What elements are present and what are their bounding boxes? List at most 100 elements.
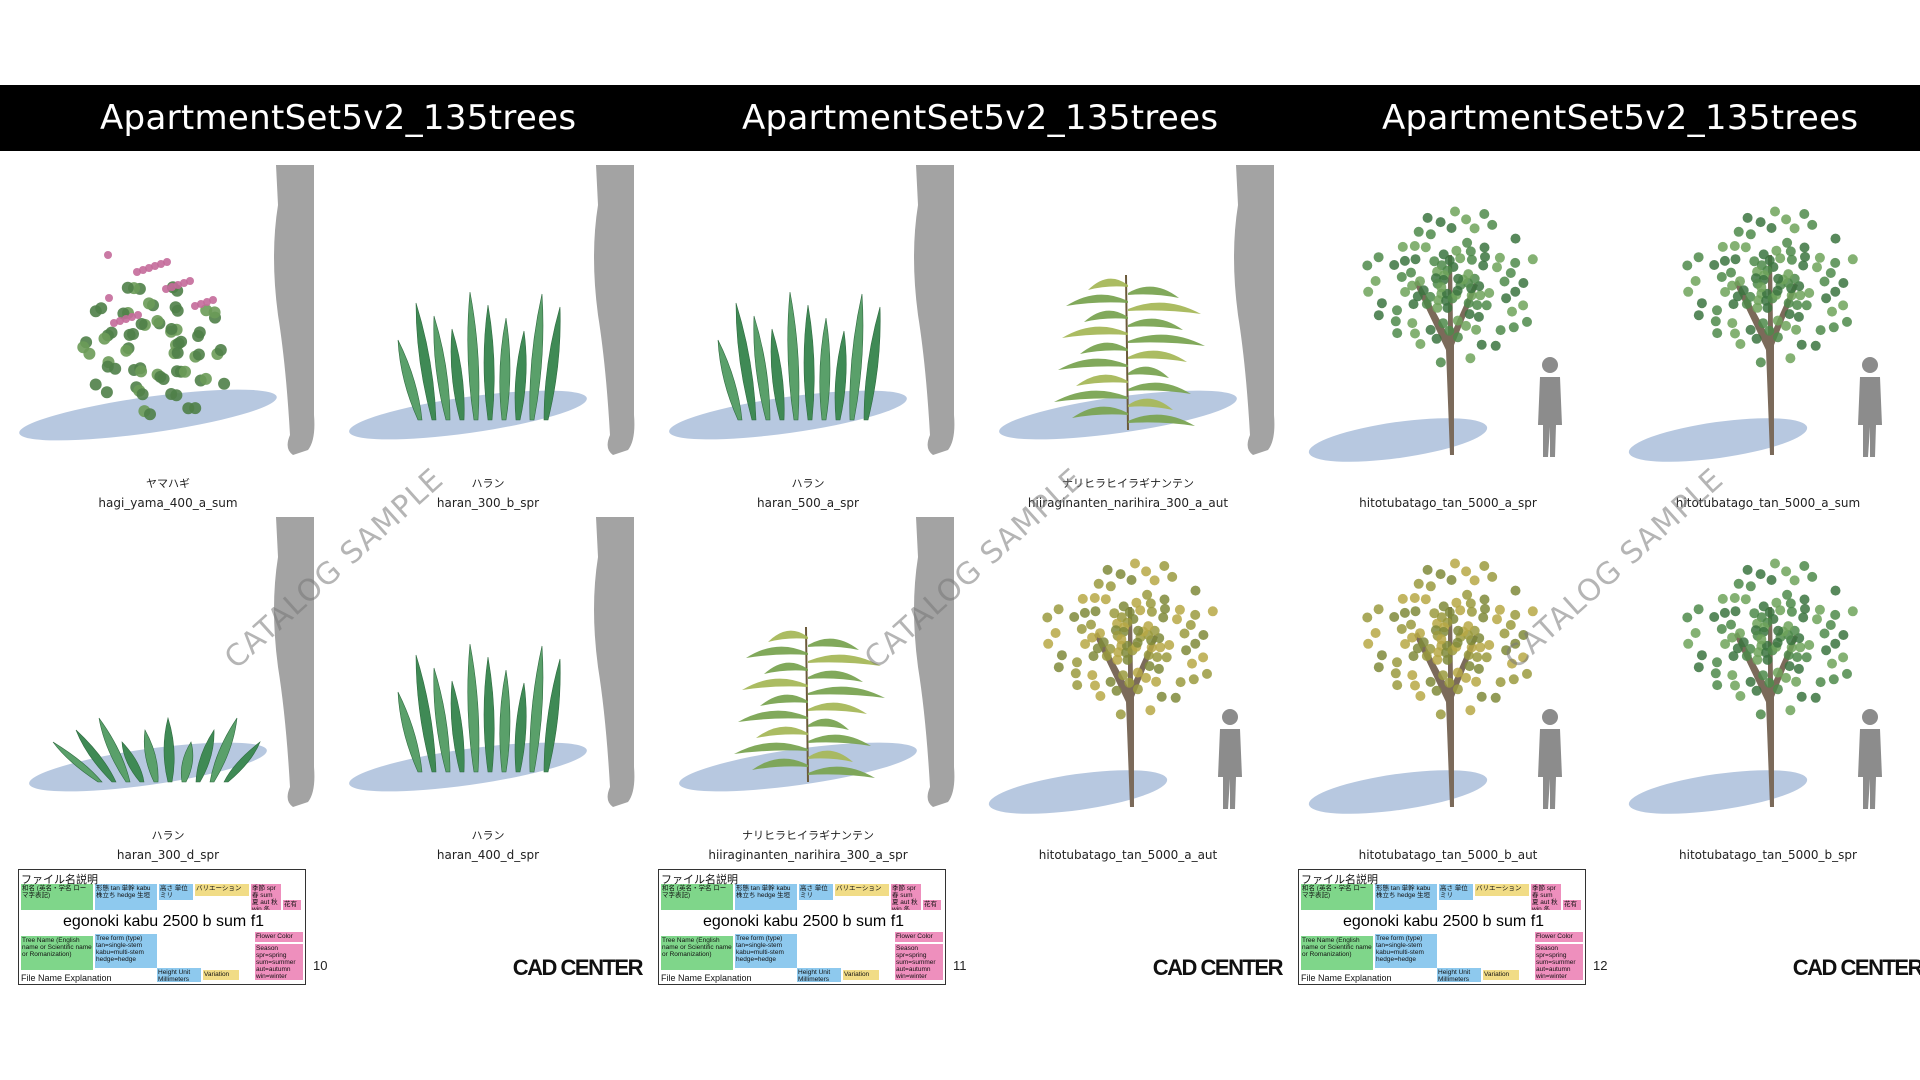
legend-box: 高さ 単位ミリ [799, 884, 833, 900]
plant-file-name: haran_300_d_spr [116, 848, 220, 862]
plant-render-image [1308, 206, 1562, 462]
legend-box: 花有 [1563, 900, 1581, 910]
plant-tile: ハラン haran_400_d_spr [328, 517, 648, 869]
plant-render-image [19, 165, 315, 455]
legend-title: ファイル名説明 [661, 874, 738, 886]
file-name-legend: 和名 (英名・学名 ローマ字表記)形態 tan 単幹 kabu 株立ち hedg… [658, 869, 946, 985]
plant-render-image [679, 517, 955, 807]
legend-box: Height Unit Millimeters [1437, 968, 1481, 982]
plant-file-name: haran_400_d_spr [436, 848, 540, 862]
legend-example-name: egonoki kabu 2500 b sum f1 [61, 913, 267, 931]
legend-box: 形態 tan 単幹 kabu 株立ち hedge 生垣 [95, 884, 157, 910]
plant-tile: ハラン haran_300_b_spr [328, 165, 648, 517]
plant-render-image [1308, 558, 1562, 814]
legend-title: ファイル名説明 [21, 874, 98, 886]
plant-tile: ハラン haran_500_a_spr [648, 165, 968, 517]
plant-japanese-name: ハラン [471, 829, 505, 842]
cad-center-logo: CAD CENTER [1152, 955, 1284, 980]
legend-box: 季節 spr 春 sum 夏 aut 秋 win 冬 [251, 884, 281, 910]
plant-file-name: hitotubatago_tan_5000_b_spr [1679, 848, 1857, 862]
legend-box: Variation [843, 970, 879, 980]
cad-center-logo: CAD CENTER [512, 955, 644, 980]
page-number: 10 [313, 958, 328, 973]
plant-japanese-name: ハラン [471, 477, 505, 490]
plant-tile: hitotubatago_tan_5000_a_aut [968, 517, 1288, 869]
cad-center-logo: CAD CENTER [1792, 955, 1920, 980]
legend-box: 和名 (英名・学名 ローマ字表記) [1301, 884, 1373, 910]
plant-tile: hitotubatago_tan_5000_b_spr [1608, 517, 1920, 869]
file-name-legend: 和名 (英名・学名 ローマ字表記)形態 tan 単幹 kabu 株立ち hedg… [18, 869, 306, 985]
plant-render-image [349, 517, 635, 807]
legend-box: Variation [203, 970, 239, 980]
plant-file-name: hitotubatago_tan_5000_a_aut [1038, 848, 1218, 862]
plant-tile: hitotubatago_tan_5000_a_spr [1288, 165, 1608, 517]
legend-box: Tree Name (English name or Scientific na… [1301, 936, 1373, 970]
legend-box: 形態 tan 単幹 kabu 株立ち hedge 生垣 [1375, 884, 1437, 910]
legend-box: Flower Color [895, 932, 943, 942]
legend-box: Flower Color [1535, 932, 1583, 942]
legend-caption: File Name Explanation [21, 973, 112, 983]
plant-japanese-name: ナリヒラヒイラギナンテン [742, 829, 874, 842]
plant-file-name: haran_300_b_spr [436, 496, 540, 510]
legend-title: ファイル名説明 [1301, 874, 1378, 886]
legend-box: Tree form (type) tan=single-stem kabu=mu… [1375, 934, 1437, 968]
legend-box: Flower Color [255, 932, 303, 942]
plant-render-image [1628, 206, 1882, 462]
plant-tile: ヤマハギ hagi_yama_400_a_sum [8, 165, 328, 517]
plant-file-name: hagi_yama_400_a_sum [98, 496, 238, 510]
page-title-2: ApartmentSet5v2_135trees [742, 98, 1219, 138]
plant-render-image [988, 558, 1242, 814]
legend-example-name: egonoki kabu 2500 b sum f1 [1341, 913, 1547, 931]
legend-box: Season spr=spring sum=summer aut=autumn … [255, 944, 303, 980]
legend-box: バリエーション [1475, 884, 1529, 896]
legend-box: 和名 (英名・学名 ローマ字表記) [661, 884, 733, 910]
legend-box: バリエーション [195, 884, 249, 896]
plant-tile: hitotubatago_tan_5000_a_sum [1608, 165, 1920, 517]
plant-render-image [999, 165, 1275, 455]
catalog-page: ヤマハギ hagi_yama_400_a_sum ハラン haran_300_b_sp… [8, 165, 648, 995]
legend-box: Tree Name (English name or Scientific na… [21, 936, 93, 970]
plant-render-image [669, 165, 955, 455]
page-number: 11 [953, 958, 967, 973]
page-number: 12 [1593, 958, 1608, 973]
legend-example-name: egonoki kabu 2500 b sum f1 [701, 913, 907, 931]
plant-file-name: hitotubatago_tan_5000_a_sum [1675, 496, 1861, 510]
plant-japanese-name: ハラン [151, 829, 185, 842]
plant-file-name: haran_500_a_spr [757, 496, 859, 510]
legend-box: 花有 [283, 900, 301, 910]
legend-box: Season spr=spring sum=summer aut=autumn … [1535, 944, 1583, 980]
legend-box: Height Unit Millimeters [797, 968, 841, 982]
plant-render-image [349, 165, 635, 455]
file-name-legend: 和名 (英名・学名 ローマ字表記)形態 tan 単幹 kabu 株立ち hedg… [1298, 869, 1586, 985]
legend-box: Height Unit Millimeters [157, 968, 201, 982]
catalog-page: ハラン haran_500_a_spr ナリヒラヒイラギナンテン hiiraginan… [648, 165, 1288, 995]
plant-file-name: hitotubatago_tan_5000_b_aut [1358, 848, 1538, 862]
plant-japanese-name: ハラン [791, 477, 825, 490]
legend-box: バリエーション [835, 884, 889, 896]
legend-box: 高さ 単位ミリ [159, 884, 193, 900]
legend-box: Season spr=spring sum=summer aut=autumn … [895, 944, 943, 980]
legend-box: 花有 [923, 900, 941, 910]
plant-tile: hitotubatago_tan_5000_b_aut [1288, 517, 1608, 869]
plant-render-image [29, 517, 315, 807]
catalog-page: hitotubatago_tan_5000_a_spr hitotubatago_… [1288, 165, 1920, 995]
page-title-1: ApartmentSet5v2_135trees [100, 98, 577, 138]
legend-box: Variation [1483, 970, 1519, 980]
legend-box: 季節 spr 春 sum 夏 aut 秋 win 冬 [1531, 884, 1561, 910]
legend-box: 和名 (英名・学名 ローマ字表記) [21, 884, 93, 910]
legend-box: 形態 tan 単幹 kabu 株立ち hedge 生垣 [735, 884, 797, 910]
legend-caption: File Name Explanation [661, 973, 752, 983]
plant-japanese-name: ヤマハギ [146, 477, 190, 490]
header-banner: ApartmentSet5v2_135trees ApartmentSet5v2… [0, 85, 1920, 151]
plant-render-image [1628, 558, 1882, 814]
plant-japanese-name: ナリヒラヒイラギナンテン [1062, 477, 1194, 490]
plant-file-name: hitotubatago_tan_5000_a_spr [1359, 496, 1537, 510]
plant-tile: ナリヒラヒイラギナンテン hiiraginanten_narihira_300_a… [648, 517, 968, 869]
plant-file-name: hiiraginanten_narihira_300_a_spr [708, 848, 908, 862]
legend-box: 高さ 単位ミリ [1439, 884, 1473, 900]
page-title-3: ApartmentSet5v2_135trees [1382, 98, 1859, 138]
legend-caption: File Name Explanation [1301, 973, 1392, 983]
plant-tile: ハラン haran_300_d_spr [8, 517, 328, 869]
legend-box: Tree form (type) tan=single-stem kabu=mu… [735, 934, 797, 968]
